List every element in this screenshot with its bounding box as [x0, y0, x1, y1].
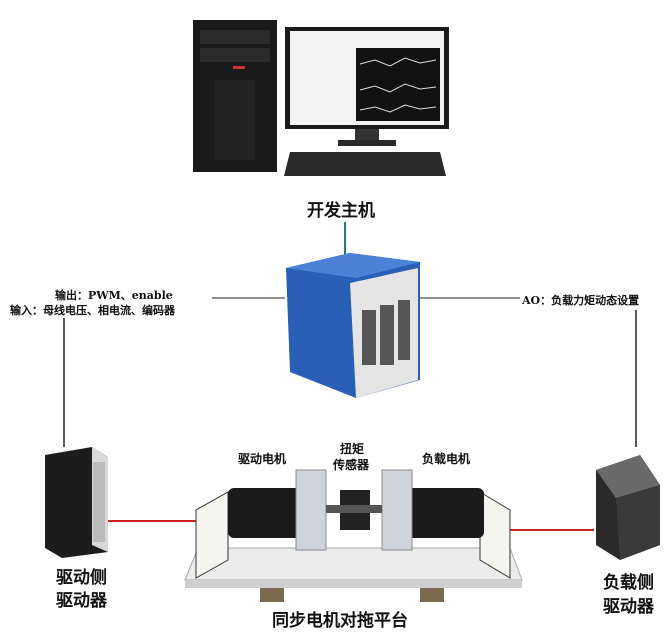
controller-output-label: 输出：PWM、enable — [55, 289, 173, 302]
host-monitor — [284, 27, 449, 176]
controller-ao-label: AO：负载力矩动态设置 — [522, 294, 640, 307]
torque-sensor-label-1: 扭矩 — [340, 442, 365, 456]
platform-base — [184, 469, 523, 602]
controller-input-label: 输入：母线电压、相电流、编码器 — [10, 304, 175, 317]
load-side-driver — [596, 455, 660, 560]
torque-sensor-label-2: 传感器 — [333, 458, 370, 472]
drive-side-label-2: 驱动器 — [56, 591, 107, 611]
load-side-label-2: 驱动器 — [603, 597, 654, 617]
drive-side-label-1: 驱动侧 — [56, 568, 107, 588]
drive-motor-label: 驱动电机 — [238, 452, 287, 466]
host-label: 开发主机 — [307, 201, 375, 221]
host-tower — [193, 20, 277, 172]
load-side-label-1: 负载侧 — [603, 573, 654, 593]
controller-device — [286, 253, 420, 398]
drive-side-driver — [45, 447, 108, 558]
platform-title: 同步电机对拖平台 — [272, 611, 408, 631]
load-motor-label: 负载电机 — [422, 452, 471, 466]
